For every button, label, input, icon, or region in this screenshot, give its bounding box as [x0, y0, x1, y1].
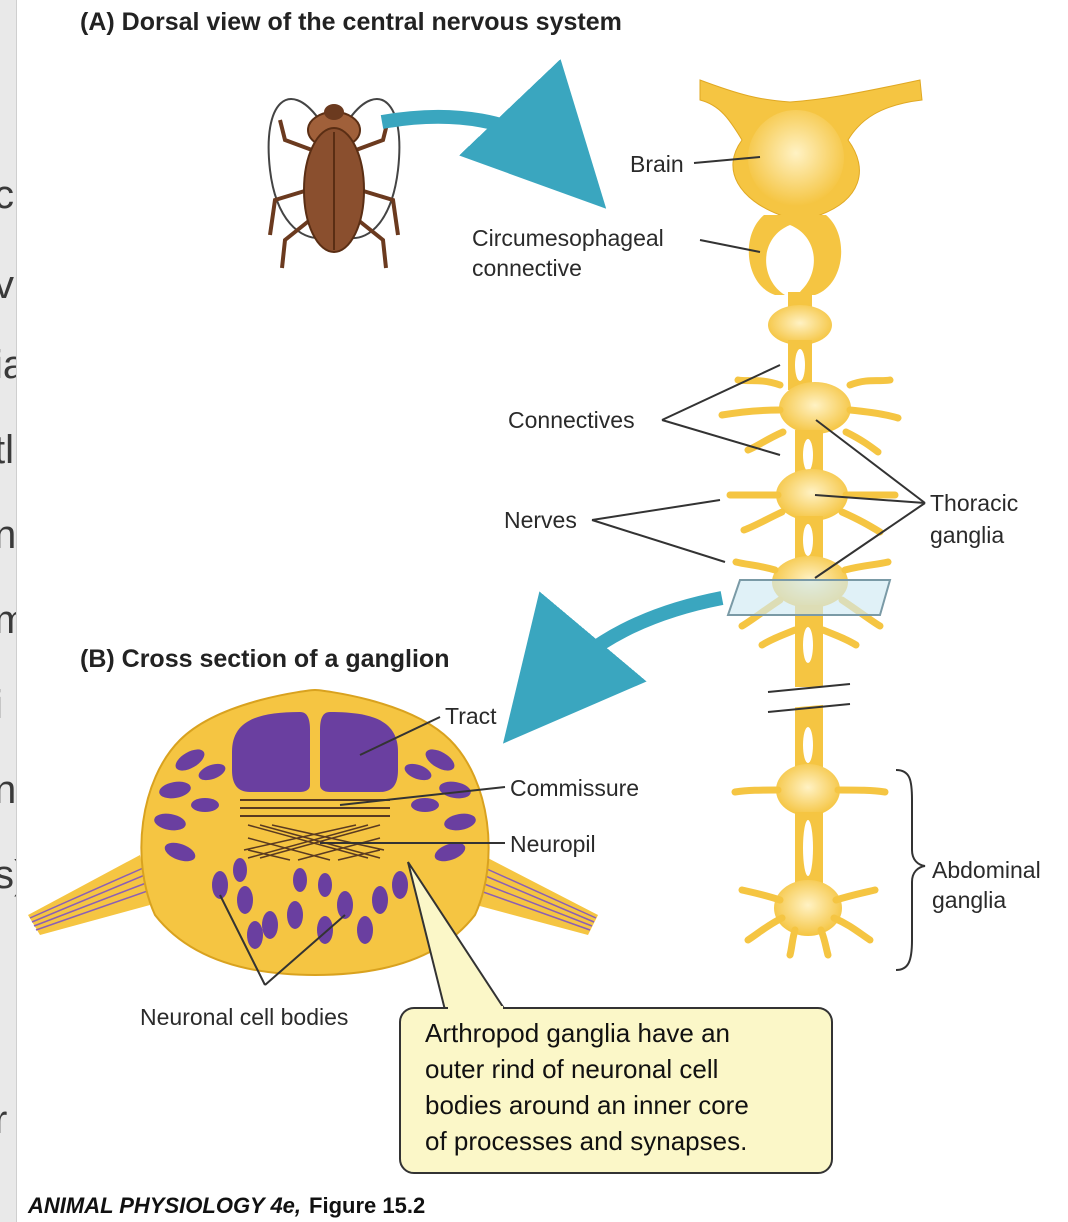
strip-fragment: r: [0, 1100, 7, 1140]
strip-fragment: s): [0, 855, 16, 895]
callout-line-2: outer rind of neuronal cell: [425, 1054, 718, 1084]
label-nerves: Nerves: [504, 507, 577, 533]
callout-line-4: of processes and synapses.: [425, 1126, 747, 1156]
cockroach-illustration: [267, 98, 401, 269]
label-thoracic: Thoracic: [930, 490, 1018, 516]
commissure-leader: [339, 786, 506, 806]
figure-caption: ANIMAL PHYSIOLOGY 4e, Figure 15.2: [27, 1193, 425, 1218]
arrow-to-cross-section: [502, 591, 724, 744]
caption-figure-number: Figure 15.2: [309, 1193, 425, 1218]
strip-fragment: ia: [0, 345, 16, 385]
callout-line-1: Arthropod ganglia have an: [425, 1018, 730, 1048]
label-abdominal: Abdominal: [932, 857, 1041, 883]
ventral-nerve-cord: [699, 79, 923, 959]
label-thoracic-ganglia: ganglia: [930, 522, 1004, 548]
strip-fragment: i: [0, 685, 3, 725]
caption-book: ANIMAL PHYSIOLOGY 4e,: [27, 1193, 301, 1218]
ganglion-cross-section: [28, 688, 598, 977]
thoracic-leader: [814, 419, 926, 579]
connectives-leader: [661, 364, 781, 456]
strip-fragment: m: [0, 600, 16, 640]
strip-fragment: c: [0, 175, 14, 215]
abdominal-bracket: [895, 769, 926, 971]
brain-leader: [693, 156, 761, 164]
label-tract: Tract: [445, 703, 497, 729]
callout-line-3: bodies around an inner core: [425, 1090, 749, 1120]
label-commissure: Commissure: [510, 775, 639, 801]
label-brain: Brain: [630, 151, 684, 177]
arrow-to-cns: [380, 59, 607, 209]
strip-fragment: nl: [0, 515, 16, 555]
callout-box: Arthropod ganglia have an outer rind of …: [399, 861, 833, 1174]
label-abdominal-ganglia: ganglia: [932, 887, 1006, 913]
label-connective: connective: [472, 255, 582, 281]
strip-fragment: v: [0, 265, 14, 305]
strip-fragment: n: [0, 770, 16, 810]
label-neuropil: Neuropil: [510, 831, 596, 857]
panel-a-title: (A) Dorsal view of the central nervous s…: [80, 8, 622, 36]
label-circumesophageal: Circumesophageal: [472, 225, 664, 251]
cell-bodies-leader: [219, 894, 346, 986]
left-slide-strip: c v ia tl nl m i n s) r: [0, 0, 17, 1222]
label-neuronal-cell-bodies: Neuronal cell bodies: [140, 1004, 348, 1030]
panel-b-title: (B) Cross section of a ganglion: [80, 645, 449, 673]
tract-leader: [359, 716, 441, 756]
strip-fragment: tl: [0, 428, 14, 472]
circum-leader: [699, 239, 761, 253]
nerves-leader: [591, 499, 726, 563]
label-connectives: Connectives: [508, 407, 635, 433]
